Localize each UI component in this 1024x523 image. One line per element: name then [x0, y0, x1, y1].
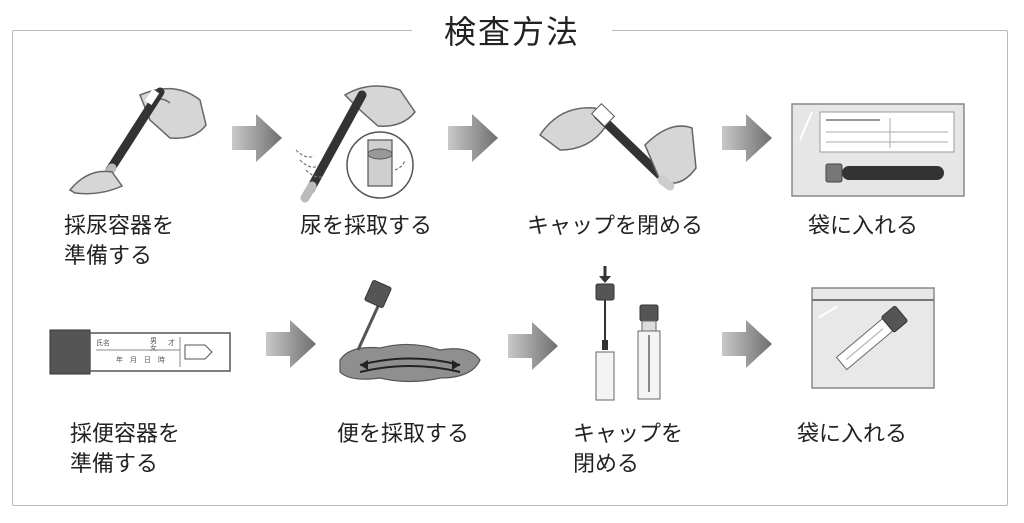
stool-container-prep-illustration: 氏名 男 女 才 年 月 日 時 — [49, 329, 231, 375]
step-label-line: 準備する — [64, 244, 153, 269]
step-label-line: 採尿容器を — [64, 214, 175, 239]
label-sex-m-text: 男 — [150, 337, 157, 345]
step-arrow-4 — [266, 320, 316, 368]
step-label-bag-stool: 袋に入れる — [797, 420, 907, 450]
step-label-close-cap-urine: キャップを閉める — [527, 212, 703, 242]
label-age-text: 才 — [168, 338, 175, 347]
step-label-line: 準備する — [70, 452, 159, 477]
label-sex-f-text: 女 — [150, 343, 157, 352]
step-label-collect-stool: 便を採取する — [337, 420, 469, 450]
step-arrow-2 — [448, 114, 498, 162]
step-arrow-5 — [508, 322, 558, 370]
step-label-line: キャップを閉める — [527, 214, 704, 239]
step-label-line: 尿を採取する — [300, 214, 433, 239]
stool-cap-illustration — [595, 266, 661, 401]
step-arrow-3 — [722, 114, 772, 162]
label-date-text: 年 月 日 時 — [116, 355, 165, 364]
step-label-close-cap-stool: キャップを 閉める — [573, 420, 683, 480]
step-label-prepare-stool-container: 採便容器を 準備する — [70, 420, 180, 480]
step-label-line: 採便容器を — [70, 422, 181, 447]
urine-container-prep-illustration — [68, 87, 207, 195]
label-name-text: 氏名 — [96, 338, 110, 347]
step-label-line: 袋に入れる — [797, 422, 908, 447]
urine-cap-illustration — [538, 103, 697, 191]
step-label-line: 閉める — [573, 452, 640, 477]
step-arrow-6 — [722, 320, 772, 368]
stool-collect-illustration — [339, 280, 481, 383]
step-label-line: 袋に入れる — [808, 214, 919, 239]
step-label-line: 便を採取する — [337, 422, 470, 447]
stool-bag-illustration — [811, 287, 935, 389]
urine-collect-illustration — [295, 85, 416, 203]
urine-bag-illustration — [791, 103, 965, 197]
step-label-bag-urine: 袋に入れる — [808, 212, 918, 242]
step-label-collect-urine: 尿を採取する — [300, 212, 432, 242]
step-label-line: キャップを — [573, 422, 684, 447]
page-title: 検査方法 — [412, 10, 612, 54]
step-label-prepare-urine-container: 採尿容器を 準備する — [64, 212, 174, 272]
step-arrow-1 — [232, 114, 282, 162]
